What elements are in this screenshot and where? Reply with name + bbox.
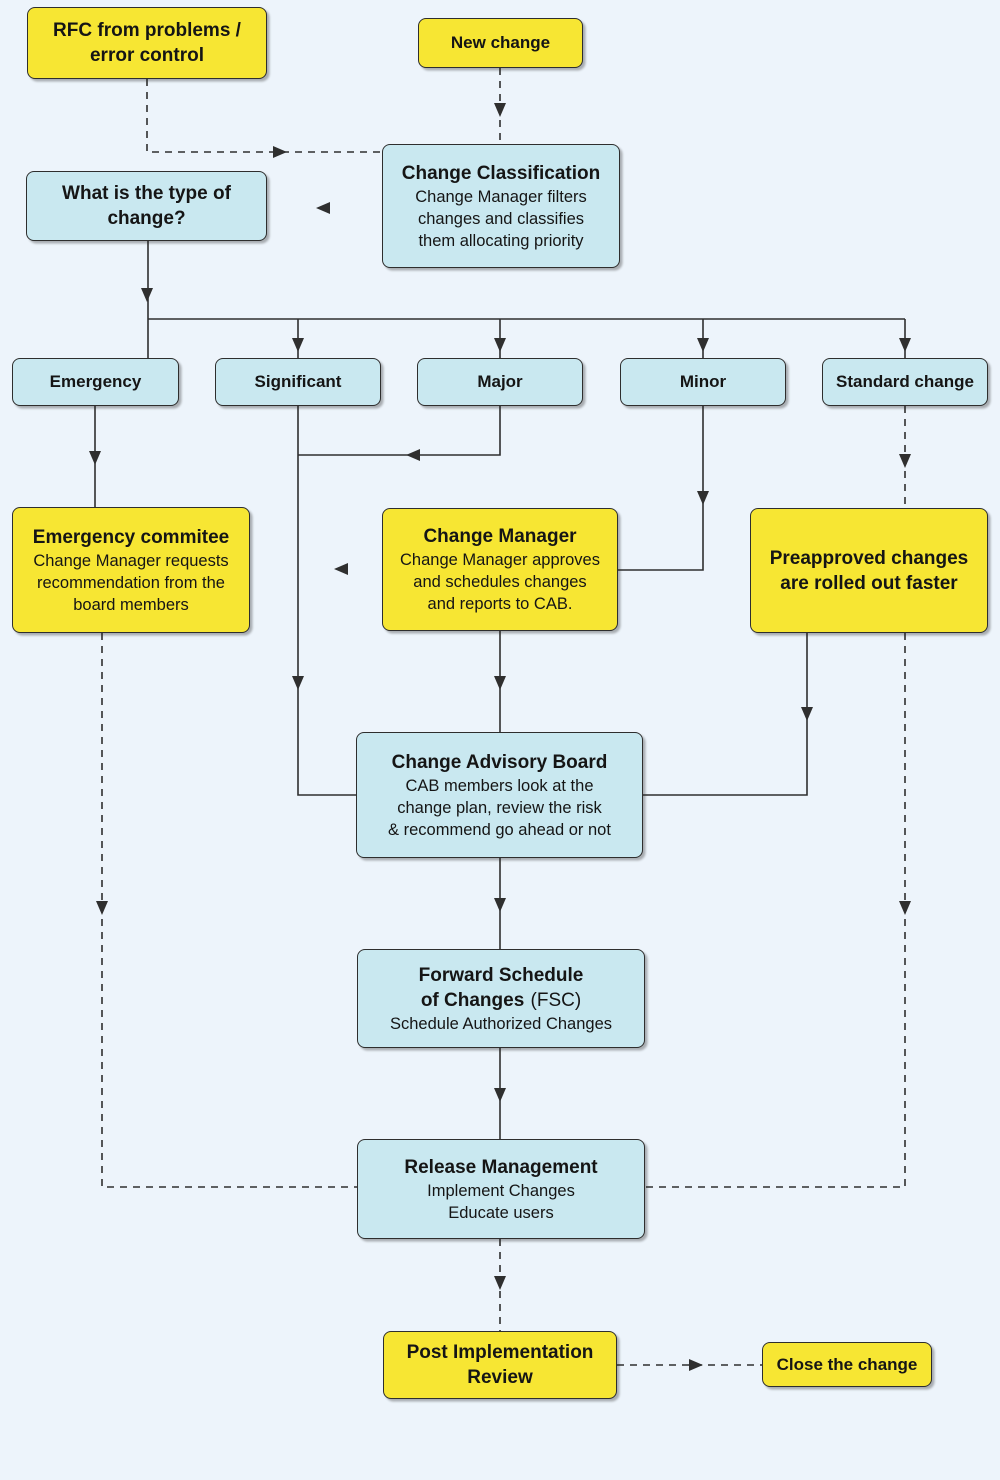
node-category-standard-change: Standard change [822, 358, 988, 406]
node-category-significant: Significant [215, 358, 381, 406]
node-preapproved-changes: Preapproved changes are rolled out faste… [750, 508, 988, 633]
arrow-down-icon [494, 676, 506, 690]
arrow-down-icon [141, 288, 153, 302]
node-what-type-of-change: What is the type of change? [26, 171, 267, 241]
node-change-manager: Change Manager Change Manager approves a… [382, 508, 618, 631]
arrow-right-icon [273, 146, 287, 158]
connector-emergency-commitee-to-release [101, 633, 357, 1188]
node-new-change: New change [418, 18, 583, 68]
node-category-minor: Minor [620, 358, 786, 406]
node-forward-schedule-of-changes: Forward Schedule of Changes(FSC) Schedul… [357, 949, 645, 1048]
node-rfc-from-problems: RFC from problems / error control [27, 7, 267, 79]
arrow-left-icon [334, 563, 348, 575]
connector-standard-to-release [645, 633, 906, 1188]
node-post-implementation-review: Post Implementation Review [383, 1331, 617, 1399]
connector-significant-to-cab [297, 406, 356, 796]
connector-major-join [298, 406, 501, 456]
arrow-down-icon [494, 1276, 506, 1290]
arrow-down-icon [697, 491, 709, 505]
arrow-down-icon [899, 901, 911, 915]
connector-preapproved-to-cab [643, 633, 808, 796]
arrow-down-icon [96, 901, 108, 915]
arrow-left-icon [316, 202, 330, 214]
arrow-down-icon [89, 451, 101, 465]
node-category-major: Major [417, 358, 583, 406]
arrow-left-icon [406, 449, 420, 461]
arrow-down-icon [494, 1088, 506, 1102]
node-category-emergency: Emergency [12, 358, 179, 406]
arrow-down-icon [494, 898, 506, 912]
node-change-classification: Change Classification Change Manager fil… [382, 144, 620, 268]
arrow-down-icon [494, 338, 506, 352]
arrow-down-icon [494, 103, 506, 117]
arrow-right-icon [689, 1359, 703, 1371]
arrow-down-icon [292, 676, 304, 690]
arrow-down-icon [899, 454, 911, 468]
connector-minor-to-change-manager [618, 406, 704, 571]
node-emergency-commitee: Emergency commitee Change Manager reques… [12, 507, 250, 633]
arrow-down-icon [697, 338, 709, 352]
node-close-the-change: Close the change [762, 1342, 932, 1387]
arrow-down-icon [292, 338, 304, 352]
arrow-down-icon [899, 338, 911, 352]
arrow-down-icon [801, 707, 813, 721]
node-release-management: Release Management Implement Changes Edu… [357, 1139, 645, 1239]
connector-rfc-to-classification [146, 79, 382, 153]
node-change-advisory-board: Change Advisory Board CAB members look a… [356, 732, 643, 858]
